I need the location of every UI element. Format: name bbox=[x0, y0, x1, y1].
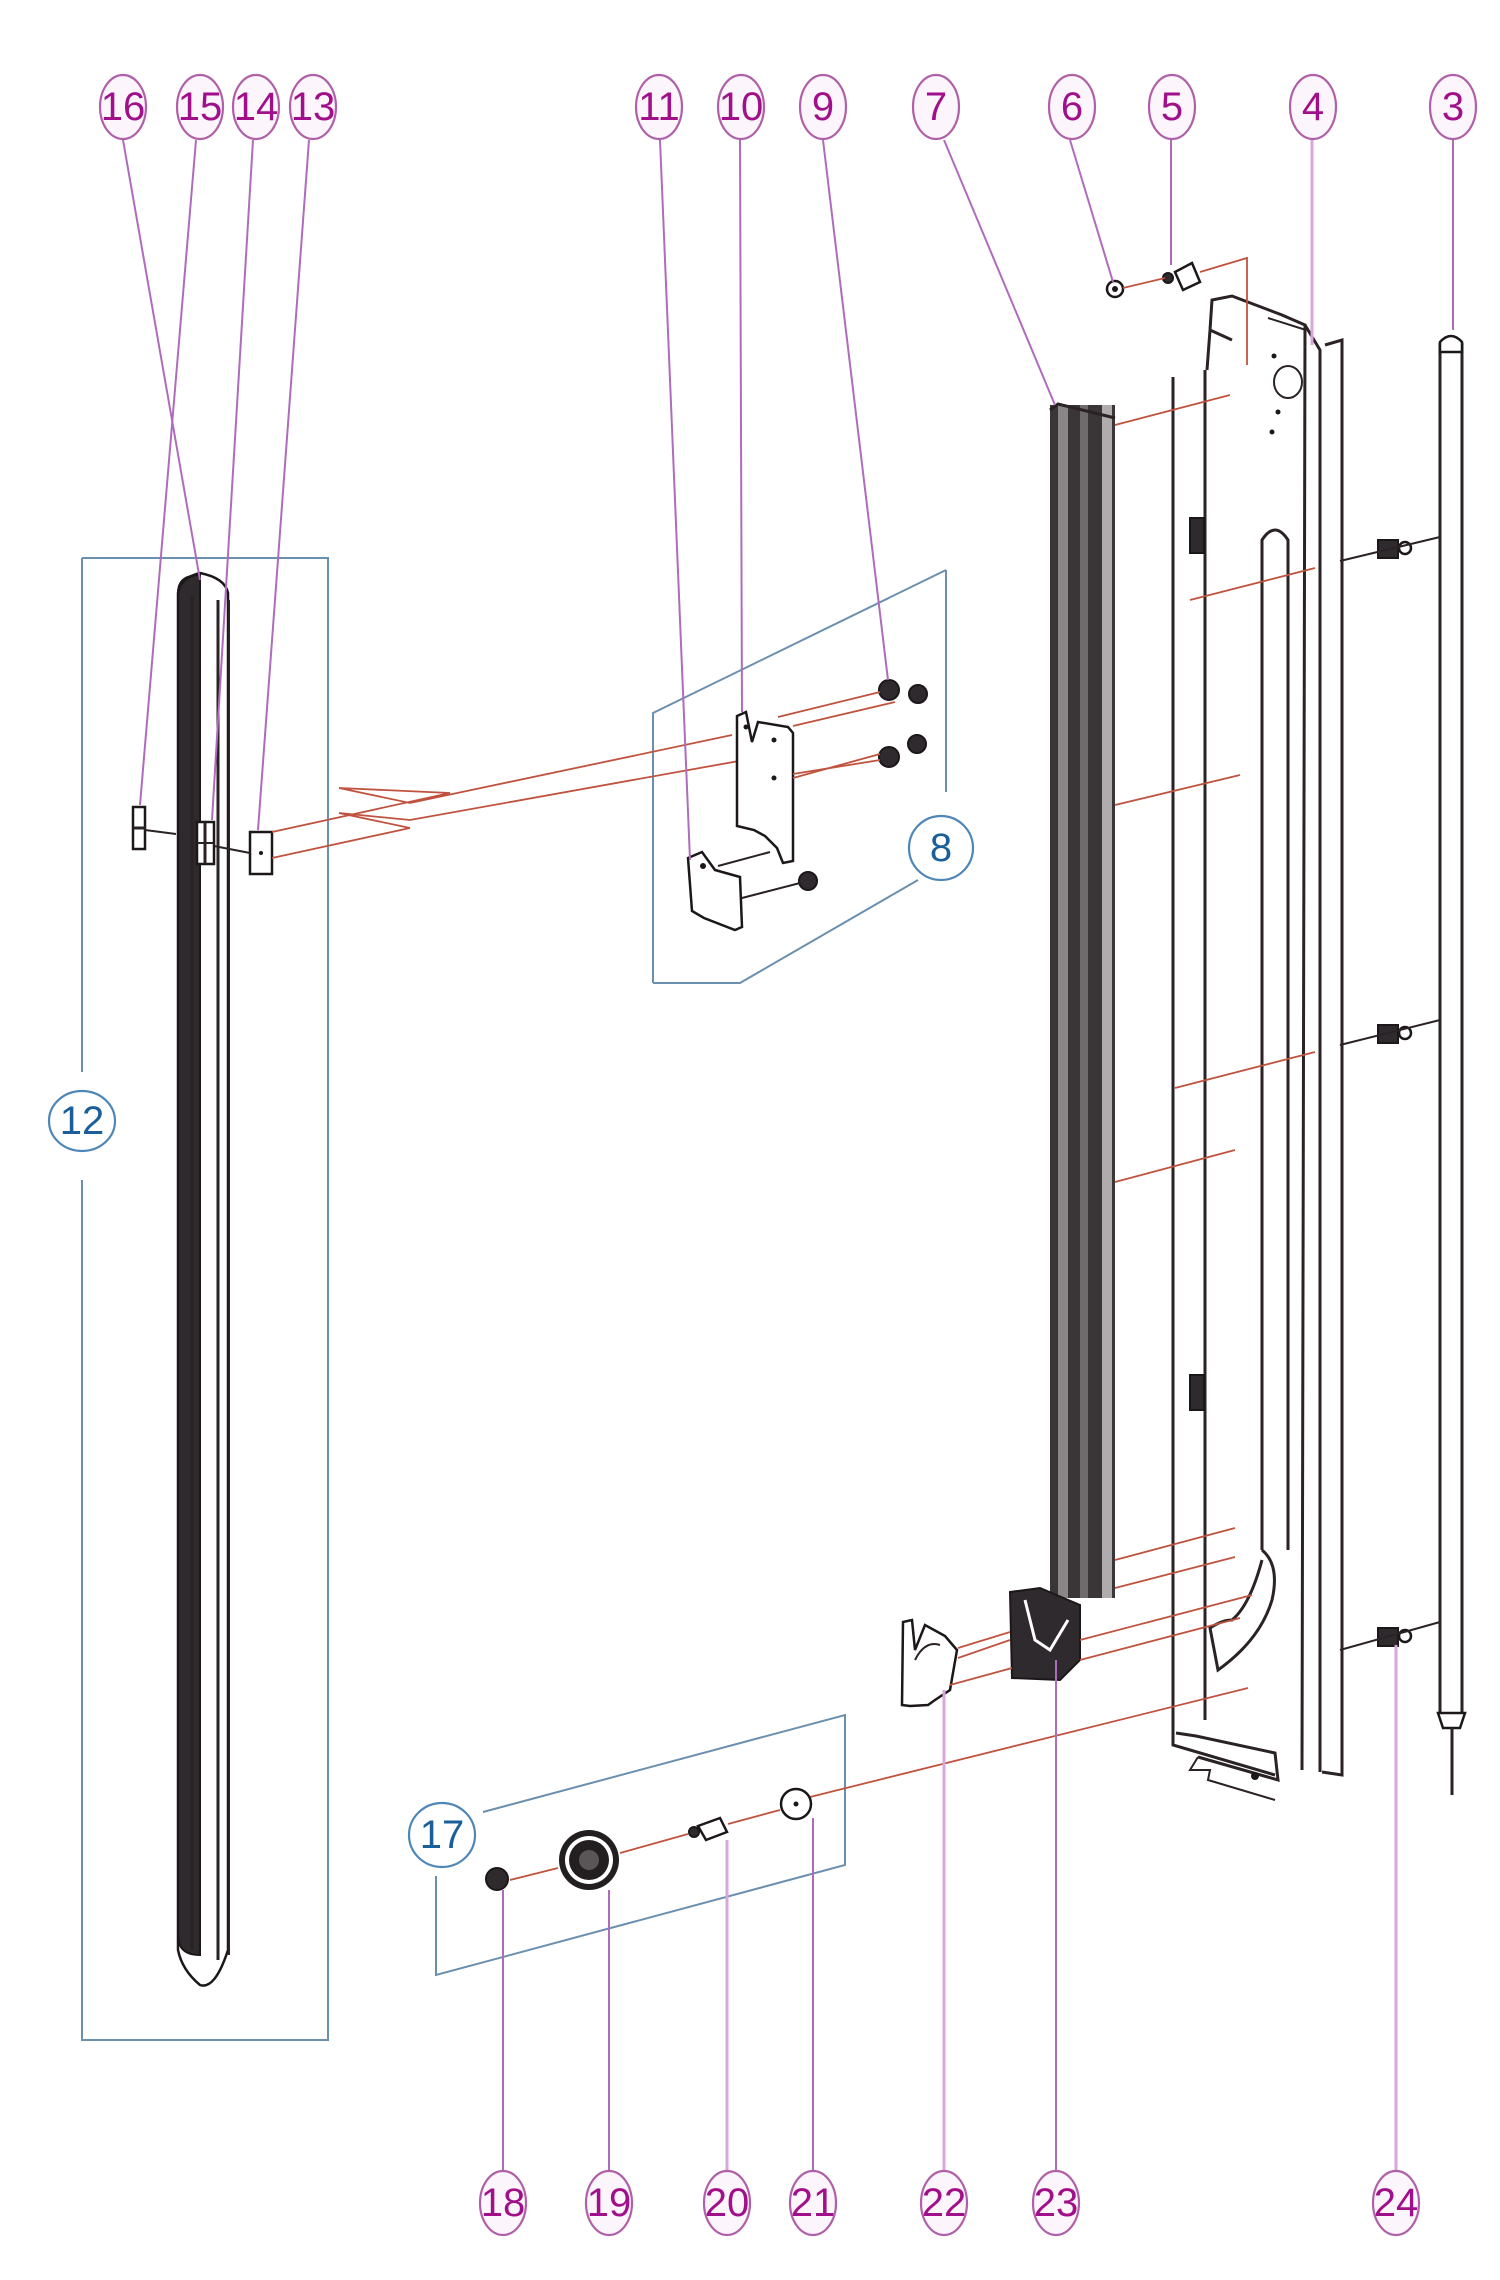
callout-13[interactable]: 13 bbox=[288, 73, 338, 141]
mounting-bracket-11 bbox=[686, 850, 744, 932]
callout-13-label: 13 bbox=[291, 85, 336, 129]
callout-14[interactable]: 14 bbox=[231, 73, 281, 141]
group-callout-12[interactable]: 12 bbox=[47, 1089, 117, 1153]
group-callout-12-label: 12 bbox=[60, 1099, 105, 1143]
callout-23-label: 23 bbox=[1034, 2181, 1079, 2225]
callout-7-label: 7 bbox=[925, 85, 947, 129]
callout-21-label: 21 bbox=[791, 2181, 836, 2225]
mounting-bracket-10 bbox=[735, 710, 795, 865]
group-12-frame bbox=[81, 557, 329, 2041]
callout-19-label: 19 bbox=[587, 2181, 632, 2225]
callout-20[interactable]: 20 bbox=[702, 2169, 752, 2237]
group-17-frame bbox=[435, 1713, 846, 1977]
explosion-lines-bottom-brackets bbox=[809, 1594, 1253, 1798]
frame-rail-4 bbox=[1171, 294, 1344, 1801]
callout-5-label: 5 bbox=[1161, 85, 1183, 129]
washer-21 bbox=[779, 1787, 813, 1821]
group-8-frame bbox=[652, 569, 947, 984]
explosion-lines-bracket-screws bbox=[717, 691, 896, 899]
bottom-bracket-23 bbox=[1008, 1586, 1081, 1682]
callout-5[interactable]: 5 bbox=[1147, 73, 1197, 141]
callout-10-label: 10 bbox=[719, 85, 764, 129]
callout-18[interactable]: 18 bbox=[478, 2169, 528, 2237]
door-handle-part bbox=[176, 571, 230, 1987]
callout-15[interactable]: 15 bbox=[175, 73, 225, 141]
door-seal-profile-7 bbox=[1049, 402, 1116, 1598]
top-pin-5 bbox=[1162, 261, 1202, 292]
guide-rod-3 bbox=[1436, 334, 1467, 1795]
callout-22-label: 22 bbox=[922, 2181, 967, 2225]
top-nut-6 bbox=[1105, 279, 1125, 299]
callout-6[interactable]: 6 bbox=[1047, 73, 1097, 141]
callout-11[interactable]: 11 bbox=[634, 73, 684, 141]
group-callout-17[interactable]: 17 bbox=[407, 1801, 477, 1869]
callout-14-label: 14 bbox=[234, 85, 279, 129]
handle-clip-16 bbox=[131, 805, 147, 851]
leader-lines bbox=[122, 139, 1454, 2170]
callout-10[interactable]: 10 bbox=[716, 73, 766, 141]
bracket-screws-9 bbox=[798, 679, 928, 891]
callout-6-label: 6 bbox=[1061, 85, 1083, 129]
callout-20-label: 20 bbox=[705, 2181, 750, 2225]
explosion-lines-handle-to-bracket bbox=[144, 734, 751, 859]
group-callout-8-label: 8 bbox=[930, 826, 952, 870]
callout-24-label: 24 bbox=[1374, 2181, 1419, 2225]
callout-23[interactable]: 23 bbox=[1031, 2169, 1081, 2237]
callout-3[interactable]: 3 bbox=[1428, 73, 1478, 141]
rod-clips-24 bbox=[1339, 536, 1441, 1651]
callout-21[interactable]: 21 bbox=[788, 2169, 838, 2237]
callout-22[interactable]: 22 bbox=[919, 2169, 969, 2237]
callout-9-label: 9 bbox=[812, 85, 834, 129]
callout-4[interactable]: 4 bbox=[1288, 73, 1338, 141]
handle-clip-14 bbox=[195, 820, 216, 866]
callout-24[interactable]: 24 bbox=[1371, 2169, 1421, 2237]
callout-9[interactable]: 9 bbox=[798, 73, 848, 141]
explosion-lines-frame bbox=[1114, 567, 1316, 1589]
callout-11-label: 11 bbox=[638, 85, 680, 129]
bolt-20 bbox=[688, 1816, 729, 1842]
handle-clip-13 bbox=[248, 830, 274, 876]
callout-15-label: 15 bbox=[178, 85, 223, 129]
callout-4-label: 4 bbox=[1302, 85, 1324, 129]
callout-19[interactable]: 19 bbox=[584, 2169, 634, 2237]
callout-16[interactable]: 16 bbox=[98, 73, 148, 141]
group-callout-8[interactable]: 8 bbox=[907, 814, 975, 882]
callout-18-label: 18 bbox=[481, 2181, 526, 2225]
explosion-lines-roller bbox=[509, 1809, 781, 1881]
explosion-lines-top bbox=[1114, 256, 1248, 426]
callout-16-label: 16 bbox=[101, 85, 146, 129]
nut-18 bbox=[485, 1867, 509, 1891]
callout-7[interactable]: 7 bbox=[911, 73, 961, 141]
callout-3-label: 3 bbox=[1442, 85, 1464, 129]
group-callout-17-label: 17 bbox=[420, 1813, 465, 1857]
bottom-bracket-22 bbox=[900, 1618, 959, 1708]
roller-wheel-19 bbox=[559, 1830, 619, 1890]
